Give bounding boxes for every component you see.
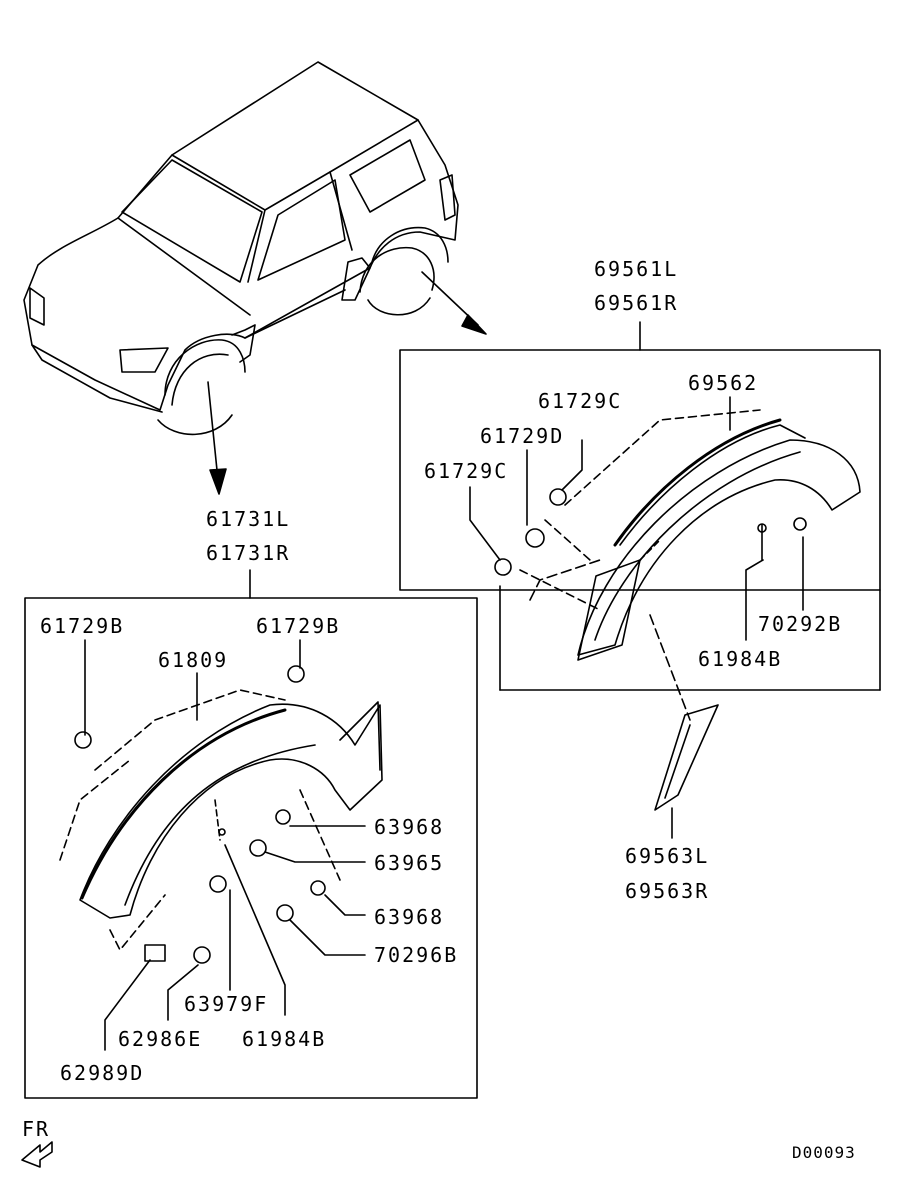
callout-front-nut-bottom: 63968 [374,905,445,929]
callout-front-screw: 63965 [374,851,445,875]
front-fender-group [24,569,478,1099]
callout-rear-mudguard-l: 69563L [625,844,710,868]
callout-front-clip-b-right: 61729B [256,614,341,638]
callout-rear-clip-c-left: 61729C [424,459,509,483]
diagram-code: D00093 [792,1143,856,1162]
callout-rear-clip-d: 61729D [480,424,565,448]
callout-front-nut-top: 63968 [374,815,445,839]
callout-front-washer: 63979F [184,992,269,1016]
callout-rear-molding: 69562 [688,371,759,395]
vehicle-illustration [23,61,459,436]
front-direction-arrow [21,1141,53,1168]
callout-front-clip-d: 62989D [60,1061,145,1085]
callout-rear-assembly-l: 69561L [594,257,679,281]
callout-front-assembly-l: 61731L [206,507,291,531]
pointer-arrows [207,271,487,495]
callout-rear-assembly-r: 69561R [594,291,679,315]
rear-leader-lines [469,396,804,839]
callout-rear-rivet: 61984B [698,647,783,671]
callout-front-bolt: 70296B [374,943,459,967]
callout-front-molding: 61809 [158,648,229,672]
callout-front-clip-b-left: 61729B [40,614,125,638]
callout-front-assembly-r: 61731R [206,541,291,565]
callout-front-rivet: 61984B [242,1027,327,1051]
callout-rear-mudguard-r: 69563R [625,879,710,903]
direction-marker-label: FR [22,1117,51,1141]
callout-rear-screw: 70292B [758,612,843,636]
rear-mudguard [654,704,719,811]
callout-rear-clip-c-top: 61729C [538,389,623,413]
front-leader-lines [84,639,366,1051]
callout-front-grommet: 62986E [118,1027,203,1051]
rear-fender-group [399,321,881,721]
